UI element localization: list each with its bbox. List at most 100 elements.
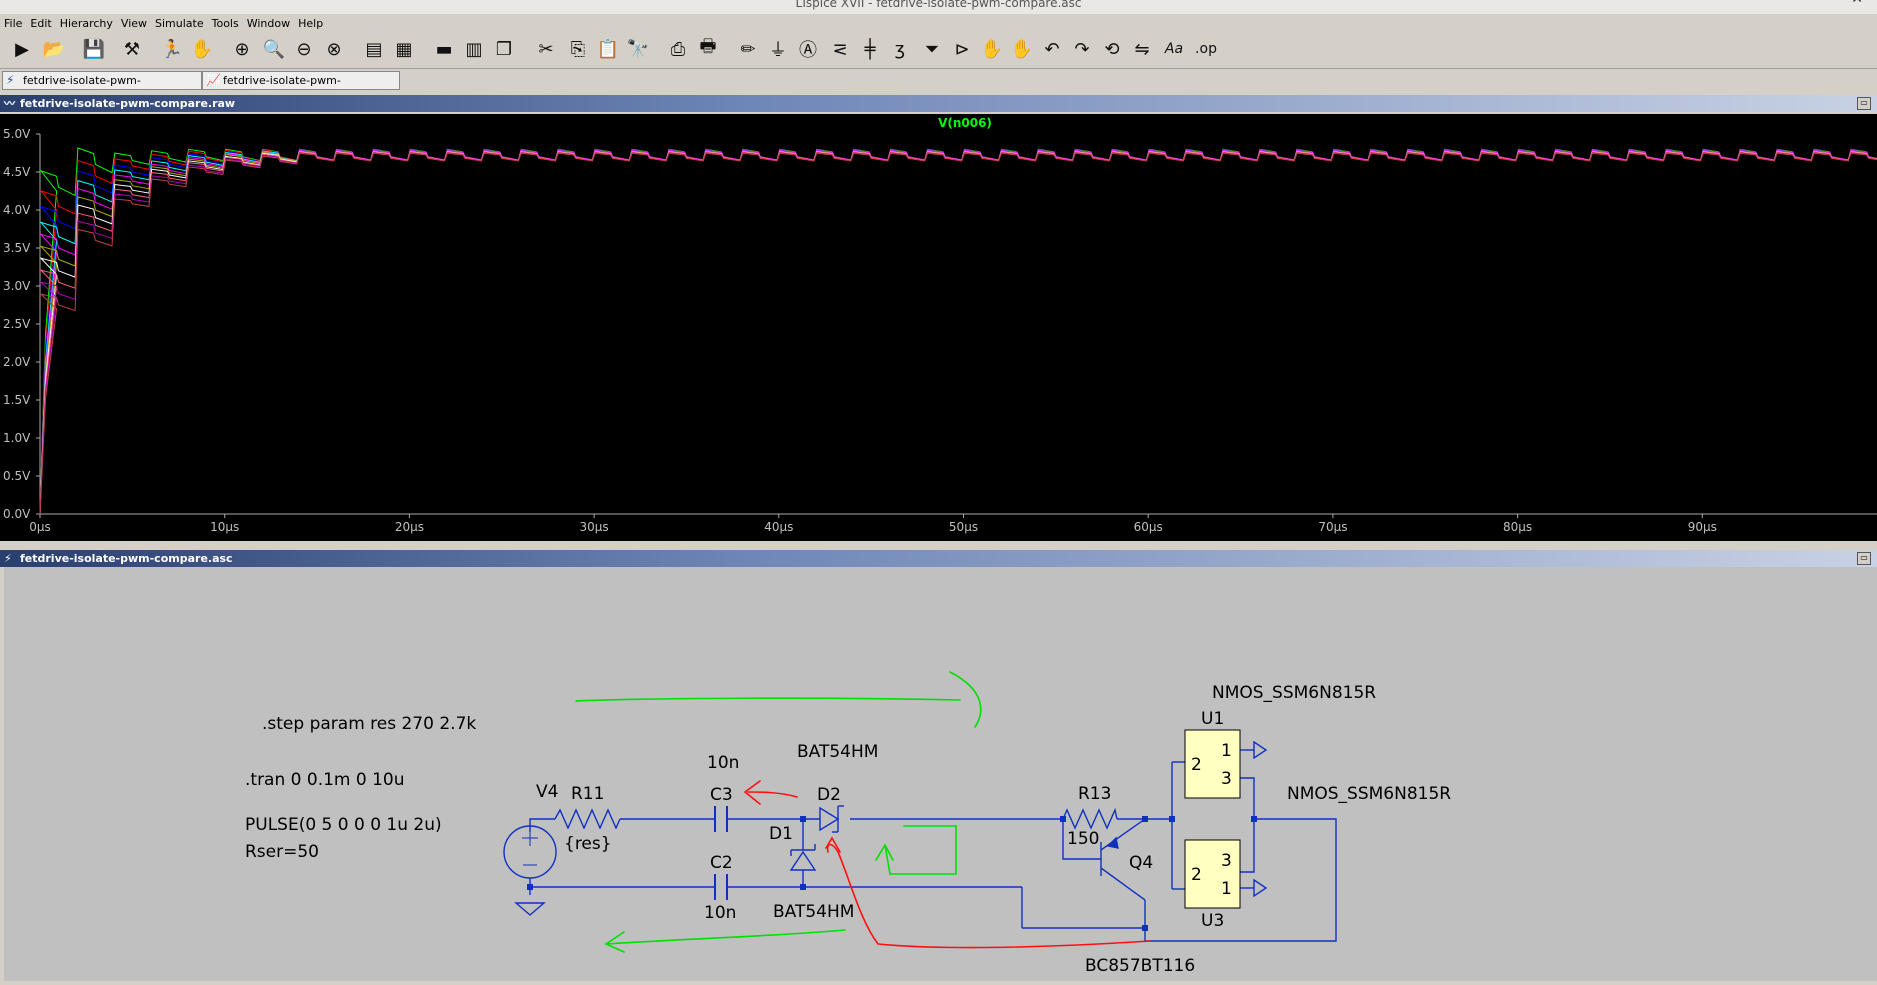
print-preview-icon[interactable]: ⎙ xyxy=(670,38,686,60)
resistor-r11[interactable] xyxy=(554,808,621,830)
maximize-icon[interactable]: ▭ xyxy=(1857,97,1871,110)
q4-name: Q4 xyxy=(1129,853,1153,873)
y-tick-label: 2.5V xyxy=(3,317,31,331)
draw-wire-icon[interactable]: ✏ xyxy=(740,38,756,60)
window-title-bar: LTspice XVII - fetdrive-isolate-pwm-comp… xyxy=(0,0,1877,14)
series-line xyxy=(39,150,1877,515)
diode-icon[interactable]: ⏷ xyxy=(924,38,940,60)
v4-value-line2: Rser=50 xyxy=(245,842,319,862)
cascade-icon[interactable]: ❐ xyxy=(495,38,513,60)
zoom-in-icon[interactable]: ⊕ xyxy=(234,38,250,60)
print-icon[interactable]: 🖶 xyxy=(699,36,717,57)
control-panel-icon[interactable]: ⚒ xyxy=(123,38,141,60)
waveform-icon: 📈 xyxy=(206,73,221,87)
x-tick-label: 50µs xyxy=(949,520,978,534)
schematic-window-title[interactable]: ⚡fetdrive-isolate-pwm-compare.asc ▭ xyxy=(0,550,1877,567)
d2-name: D2 xyxy=(817,785,841,805)
maximize-icon[interactable]: ▭ xyxy=(1857,552,1871,565)
diode-d1[interactable] xyxy=(789,844,817,871)
new-schematic-icon[interactable]: ▶ xyxy=(15,38,29,60)
y-tick-label: 2.0V xyxy=(3,355,31,369)
copy-icon[interactable]: ⎘ xyxy=(570,38,586,60)
step-directive[interactable]: .step param res 270 2.7k xyxy=(262,714,476,734)
x-tick-label: 20µs xyxy=(395,520,424,534)
menu-window[interactable]: Window xyxy=(246,17,291,30)
autorange-icon[interactable]: ▤ xyxy=(365,38,383,60)
component-icon[interactable]: ⊳ xyxy=(954,38,970,60)
mosfet-u3[interactable] xyxy=(1184,839,1268,909)
halt-icon[interactable]: ✋ xyxy=(190,38,214,60)
find-icon[interactable]: 🔭 xyxy=(626,38,650,60)
menu-edit[interactable]: Edit xyxy=(30,17,52,30)
plot-title: V(n006) xyxy=(938,116,992,130)
save-icon[interactable]: 💾 xyxy=(82,38,106,60)
resistor-r13[interactable] xyxy=(1062,807,1118,830)
rotate-icon[interactable]: ⟲ xyxy=(1104,38,1120,60)
waveform-window-title[interactable]: 〰fetdrive-isolate-pwm-compare.raw ▭ xyxy=(0,95,1877,112)
capacitor-c2[interactable] xyxy=(714,874,728,900)
window-title: LTspice XVII - fetdrive-isolate-pwm-comp… xyxy=(795,0,1082,10)
menu-file[interactable]: File xyxy=(4,17,23,30)
mirror-icon[interactable]: ⇋ xyxy=(1134,38,1150,60)
schematic-canvas[interactable]: .step param res 270 2.7k .tran 0 0.1m 0 … xyxy=(4,567,1877,981)
series-line xyxy=(39,149,1877,515)
r11-value: {res} xyxy=(564,834,612,854)
wire xyxy=(529,818,555,820)
y-tick-label: 0.0V xyxy=(3,507,31,521)
x-tick-label: 10µs xyxy=(210,520,239,534)
v4-name: V4 xyxy=(536,782,558,802)
tran-directive[interactable]: .tran 0 0.1m 0 10u xyxy=(245,770,405,790)
tile-vertical-icon[interactable]: ▥ xyxy=(465,38,483,60)
grid-icon[interactable]: ▦ xyxy=(395,38,413,60)
junction xyxy=(1251,816,1257,822)
undo-icon[interactable]: ↶ xyxy=(1044,38,1060,60)
text-icon[interactable]: Aa xyxy=(1164,41,1184,57)
move-icon[interactable]: ✋ xyxy=(980,38,1004,60)
menu-bar: File Edit Hierarchy View Simulate Tools Window… xyxy=(0,14,1877,32)
zoom-fit-icon[interactable]: ⊗ xyxy=(326,38,342,60)
toolbar: ▶ 📂 💾 ⚒ 🏃 ✋ ⊕ 🔍 ⊖ ⊗ ▤ ▦ ▬ ▥ ❐ ✂ ⎘ 📋 🔭 ⎙ … xyxy=(0,32,1877,69)
zoom-area-icon[interactable]: 🔍 xyxy=(262,38,286,60)
resistor-icon[interactable]: ⋜ xyxy=(832,38,848,60)
x-tick-label: 80µs xyxy=(1503,520,1532,534)
menu-simulate[interactable]: Simulate xyxy=(155,17,204,30)
drag-icon[interactable]: ✋ xyxy=(1010,38,1034,60)
inductor-icon[interactable]: ʒ xyxy=(894,38,906,60)
run-icon[interactable]: 🏃 xyxy=(160,38,184,60)
wire xyxy=(1144,818,1337,942)
menu-tools[interactable]: Tools xyxy=(211,17,239,30)
tile-horizontal-icon[interactable]: ▬ xyxy=(435,38,453,60)
paste-icon[interactable]: 📋 xyxy=(596,38,620,60)
close-icon[interactable]: ✕ xyxy=(1851,0,1863,6)
u1-pin: 1 xyxy=(1221,741,1232,761)
y-tick-label: 4.0V xyxy=(3,203,31,217)
menu-view[interactable]: View xyxy=(120,17,148,30)
zoom-out-icon[interactable]: ⊖ xyxy=(296,38,312,60)
open-icon[interactable]: 📂 xyxy=(42,38,66,60)
mosfet-u1[interactable] xyxy=(1184,729,1268,799)
voltage-source-v4[interactable] xyxy=(503,825,557,916)
label-net-icon[interactable]: Ⓐ xyxy=(799,40,817,61)
transistor-q4[interactable] xyxy=(1100,818,1146,901)
c3-value: 10n xyxy=(707,753,739,773)
tab-waveform[interactable]: 📈fetdrive-isolate-pwm-compare.raw xyxy=(202,71,400,104)
series-line xyxy=(39,151,1877,515)
diode-d2[interactable] xyxy=(819,805,844,833)
ground-icon[interactable]: ⏚ xyxy=(769,40,787,61)
y-tick-label: 3.5V xyxy=(3,241,31,255)
u3-model: NMOS_SSM6N815R xyxy=(1287,784,1451,804)
menu-hierarchy[interactable]: Hierarchy xyxy=(59,17,113,30)
menu-help[interactable]: Help xyxy=(298,17,324,30)
y-tick-label: 1.0V xyxy=(3,431,31,445)
junction xyxy=(1169,816,1175,822)
capacitor-c3[interactable] xyxy=(714,806,728,832)
green-arrow-right xyxy=(575,671,982,728)
spice-directive-icon[interactable]: .op xyxy=(1195,41,1217,57)
ground-icon xyxy=(514,902,546,916)
redo-icon[interactable]: ↷ xyxy=(1074,38,1090,60)
capacitor-icon[interactable]: ╪ xyxy=(864,38,876,60)
tab-schematic[interactable]: ⚡fetdrive-isolate-pwm-compare.asc xyxy=(2,71,202,104)
cut-icon[interactable]: ✂ xyxy=(538,38,554,60)
green-arrow-left xyxy=(604,929,846,953)
